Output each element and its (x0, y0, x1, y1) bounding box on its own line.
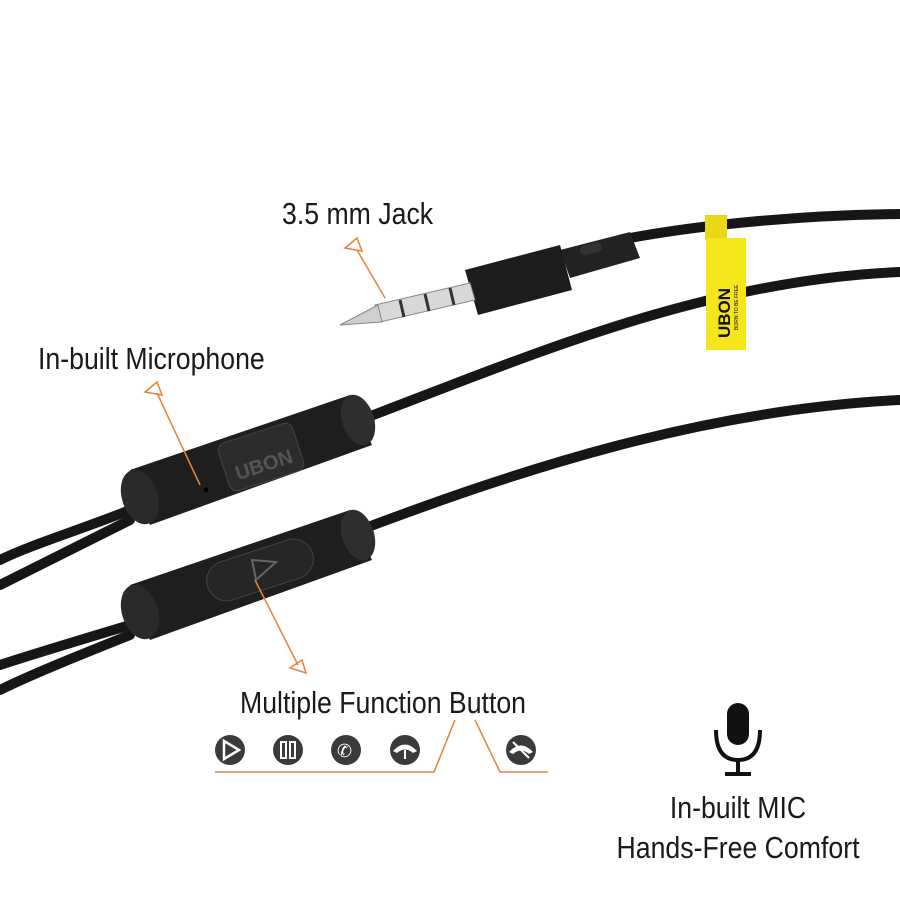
mic-hole (203, 487, 209, 493)
pause-icon (273, 735, 303, 765)
cables (0, 209, 900, 695)
call-reject-icon (506, 735, 536, 765)
function-button-remote (120, 509, 376, 640)
left-cable-b (0, 515, 135, 590)
left-cable-d (0, 630, 135, 695)
callout-lines (143, 236, 548, 773)
brand-tag: UBON BORN TO BE FREE (705, 215, 746, 350)
audio-jack (339, 232, 640, 326)
function-icons: ✆ (215, 735, 536, 765)
tag-logo: UBON (715, 288, 734, 338)
call-end-icon (390, 735, 420, 765)
microphone-icon (714, 703, 762, 776)
call-answer-icon: ✆ (331, 735, 361, 765)
lower-cable (355, 395, 900, 535)
microphone-remote: UBON (120, 394, 376, 525)
left-cable-a (0, 505, 135, 565)
jack-cable (625, 209, 900, 243)
microphone-label: In-built Microphone (38, 341, 265, 376)
feature-line-2: Hands-Free Comfort (616, 830, 860, 865)
feature-line-1: In-built MIC (669, 790, 807, 825)
jack-label: 3.5 mm Jack (282, 196, 434, 231)
left-cable-c (0, 620, 135, 670)
upper-cable (355, 267, 900, 425)
svg-text:✆: ✆ (337, 741, 352, 762)
play-icon (215, 735, 245, 765)
tag-slogan: BORN TO BE FREE (734, 284, 740, 330)
function-button-label: Multiple Function Button (240, 685, 527, 720)
